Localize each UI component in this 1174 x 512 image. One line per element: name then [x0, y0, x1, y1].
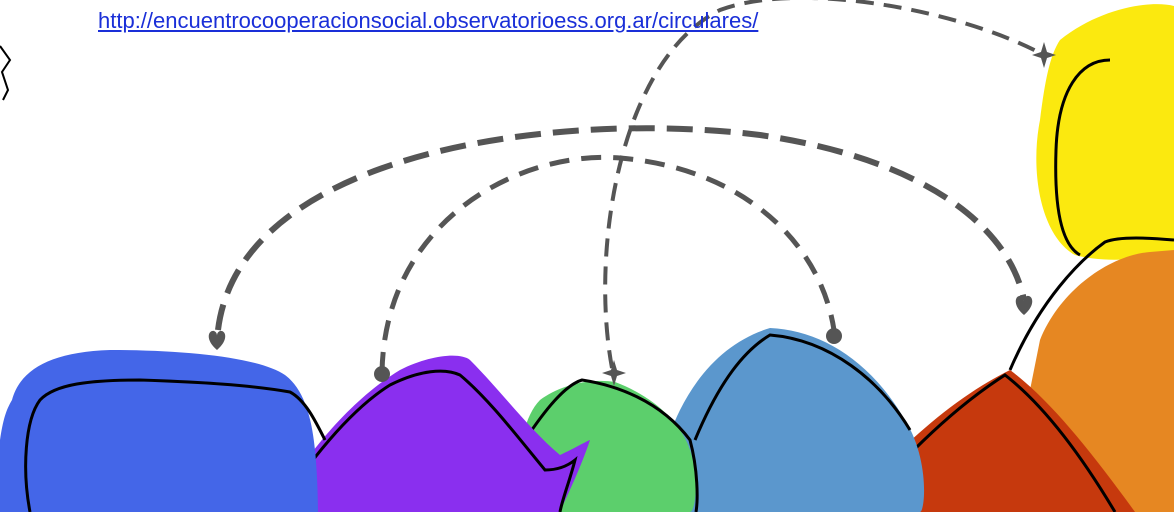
dot-icon — [826, 328, 842, 344]
outer-arc — [215, 125, 1027, 331]
edge-mark — [0, 45, 12, 101]
dot-icon — [374, 366, 390, 382]
tall-arc — [603, 0, 1043, 369]
circulares-link[interactable]: http://encuentrocooperacionsocial.observ… — [98, 8, 759, 33]
purple-figure — [275, 355, 590, 512]
steel-blue-figure — [660, 328, 925, 512]
heart-icon — [208, 330, 226, 350]
star-icon — [1032, 42, 1056, 68]
yellow-figure — [1036, 4, 1174, 260]
inner-arc — [379, 154, 837, 373]
blue-figure — [0, 350, 327, 512]
connection-arcs — [215, 0, 1043, 373]
heart-icon — [1015, 295, 1033, 315]
star-icon — [602, 360, 626, 386]
